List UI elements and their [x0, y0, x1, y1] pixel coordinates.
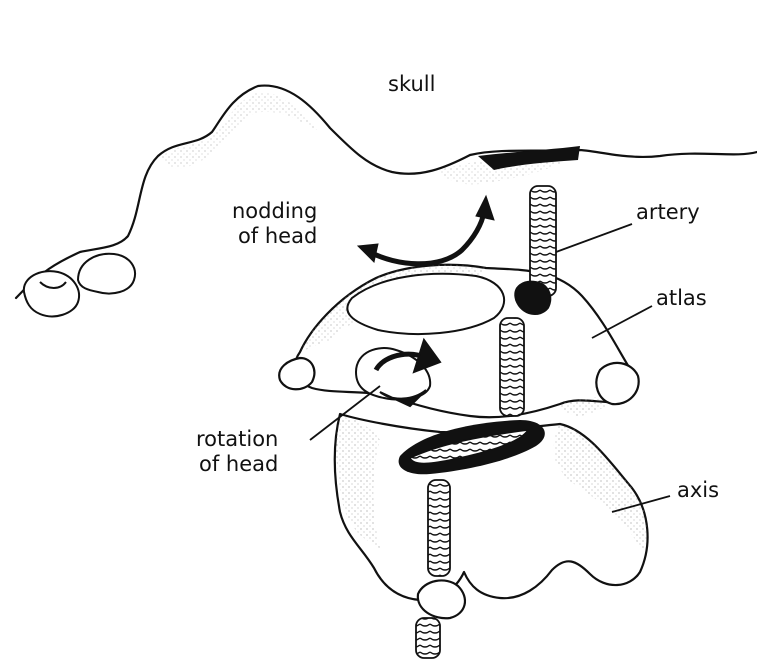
rotation-label-line2: of head — [196, 452, 278, 477]
axis-label: axis — [677, 478, 719, 503]
axis-label-text: axis — [677, 478, 719, 503]
nodding-of-head-label: nodding of head — [232, 199, 317, 249]
rotation-label-line1: rotation — [196, 427, 278, 452]
atlas-label: atlas — [656, 286, 707, 311]
nodding-label-line2: of head — [232, 224, 317, 249]
jaw-teeth — [24, 254, 135, 317]
artery-label-text: artery — [636, 200, 700, 225]
rotation-of-head-label: rotation of head — [196, 427, 278, 477]
nodding-arrow — [358, 196, 494, 264]
skull-label: skull — [388, 72, 435, 97]
atlas-label-text: atlas — [656, 286, 707, 311]
artery-label: artery — [636, 200, 700, 225]
skull-shading — [160, 92, 320, 169]
nodding-label-line1: nodding — [232, 199, 317, 224]
skull-label-text: skull — [388, 72, 435, 97]
